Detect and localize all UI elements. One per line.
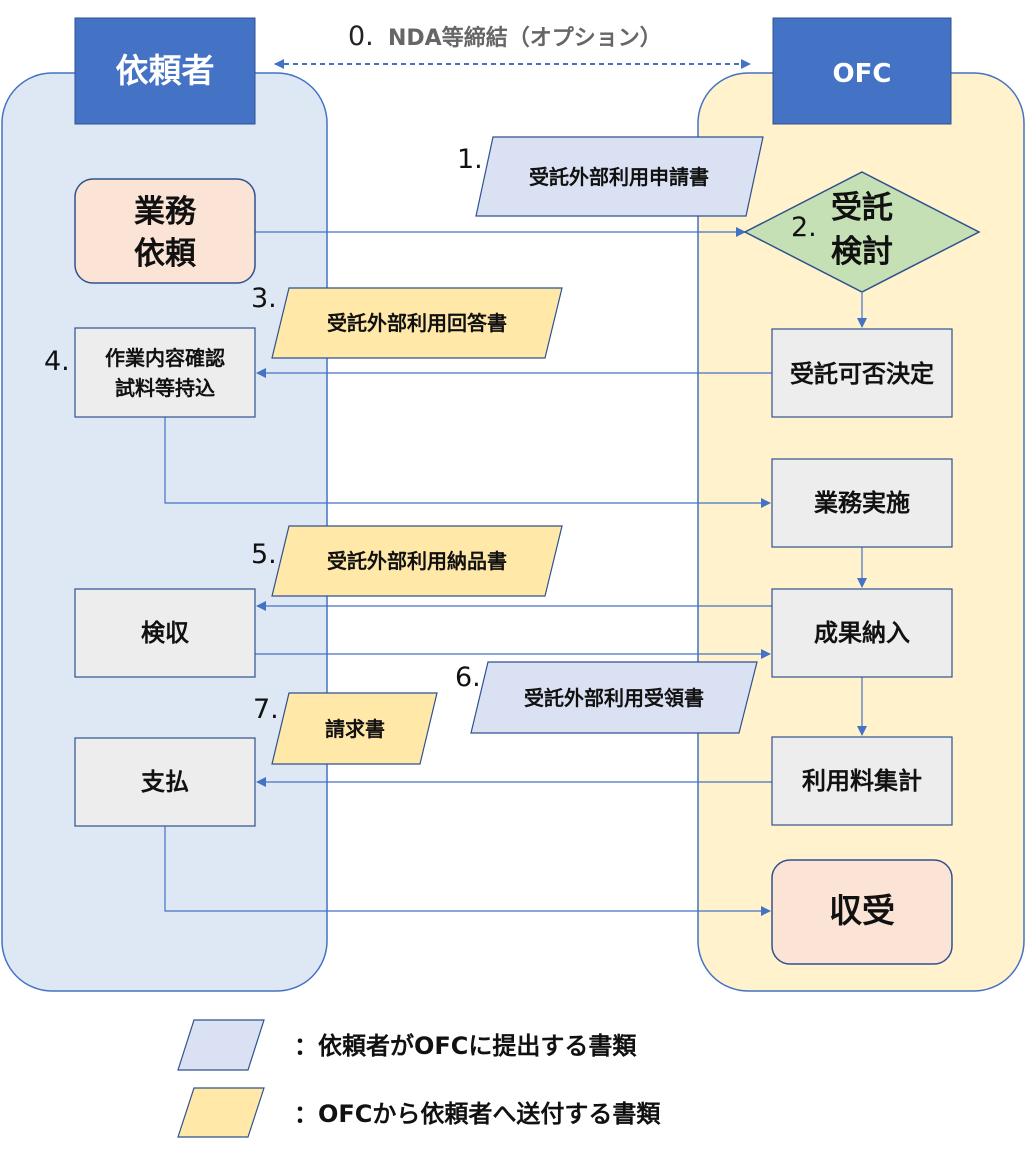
doc-delivery-note-number: 5. bbox=[251, 539, 277, 570]
arrow-payment-to-receipt bbox=[164, 826, 771, 916]
doc-answer-number: 3. bbox=[251, 283, 277, 314]
review-label-line2: 検討 bbox=[831, 234, 893, 270]
review-label-line1: 受託 bbox=[831, 190, 893, 226]
execution-node bbox=[771, 458, 953, 548]
connectors bbox=[164, 227, 867, 916]
doc-answer-label: 受託外部利用回答書 bbox=[327, 311, 507, 335]
delivery-node bbox=[771, 588, 953, 678]
doc-application-label: 受託外部利用申請書 bbox=[529, 165, 709, 189]
doc-answer-shape bbox=[271, 287, 563, 359]
doc-receipt-note-shape bbox=[470, 661, 758, 734]
doc-invoice-label: 請求書 bbox=[325, 717, 385, 741]
legend-submit-swatch bbox=[177, 1019, 265, 1071]
aggregation-node bbox=[771, 736, 953, 826]
confirm-node bbox=[74, 327, 256, 418]
requester-header bbox=[74, 17, 256, 125]
request-label-line2: 依頼 bbox=[134, 236, 197, 272]
requester-header-label: 依頼者 bbox=[116, 51, 215, 90]
ofc-header bbox=[772, 17, 952, 125]
request-label-line1: 業務 bbox=[134, 194, 197, 230]
delivery-label: 成果納入 bbox=[814, 619, 910, 647]
review-number: 2. bbox=[791, 212, 817, 243]
doc-application-number: 1. bbox=[457, 144, 483, 175]
confirm-label-line1: 作業内容確認 bbox=[105, 346, 225, 370]
step4-number: 4. bbox=[44, 346, 70, 377]
doc-receipt-note-label: 受託外部利用受領書 bbox=[524, 686, 704, 710]
doc-application-shape bbox=[475, 136, 764, 217]
aggregation-label: 利用料集計 bbox=[802, 767, 922, 795]
legend-submit-label: ：依頼者がOFCに提出する書類 bbox=[294, 1032, 637, 1060]
decision-node bbox=[771, 328, 953, 418]
review-diamond bbox=[743, 171, 981, 293]
doc-receipt-note-number: 6. bbox=[455, 662, 481, 693]
arrow-confirm-to-execution bbox=[164, 417, 771, 508]
legend-send-swatch bbox=[177, 1087, 265, 1138]
receipt-label: 収受 bbox=[829, 891, 895, 930]
request-node bbox=[74, 178, 256, 284]
execution-label: 業務実施 bbox=[814, 489, 910, 517]
doc-delivery-note-label: 受託外部利用納品書 bbox=[327, 549, 507, 573]
doc-delivery-note-shape bbox=[271, 525, 563, 597]
inspection-node bbox=[74, 588, 256, 678]
decision-label: 受託可否決定 bbox=[790, 360, 934, 388]
inspection-label: 検収 bbox=[141, 619, 190, 647]
confirm-label-line2: 試料等持込 bbox=[115, 376, 215, 400]
receipt-node bbox=[771, 859, 953, 965]
doc-invoice-shape bbox=[271, 692, 438, 765]
ofc-header-label: OFC bbox=[833, 59, 892, 89]
legend-send-label: ：OFCから依頼者へ送付する書類 bbox=[294, 1100, 661, 1128]
doc-invoice-number: 7. bbox=[253, 694, 279, 725]
payment-label: 支払 bbox=[141, 768, 189, 796]
payment-node bbox=[74, 737, 256, 827]
option-label: NDA等締結（オプション） bbox=[388, 25, 662, 51]
option-number: 0. bbox=[348, 21, 374, 52]
